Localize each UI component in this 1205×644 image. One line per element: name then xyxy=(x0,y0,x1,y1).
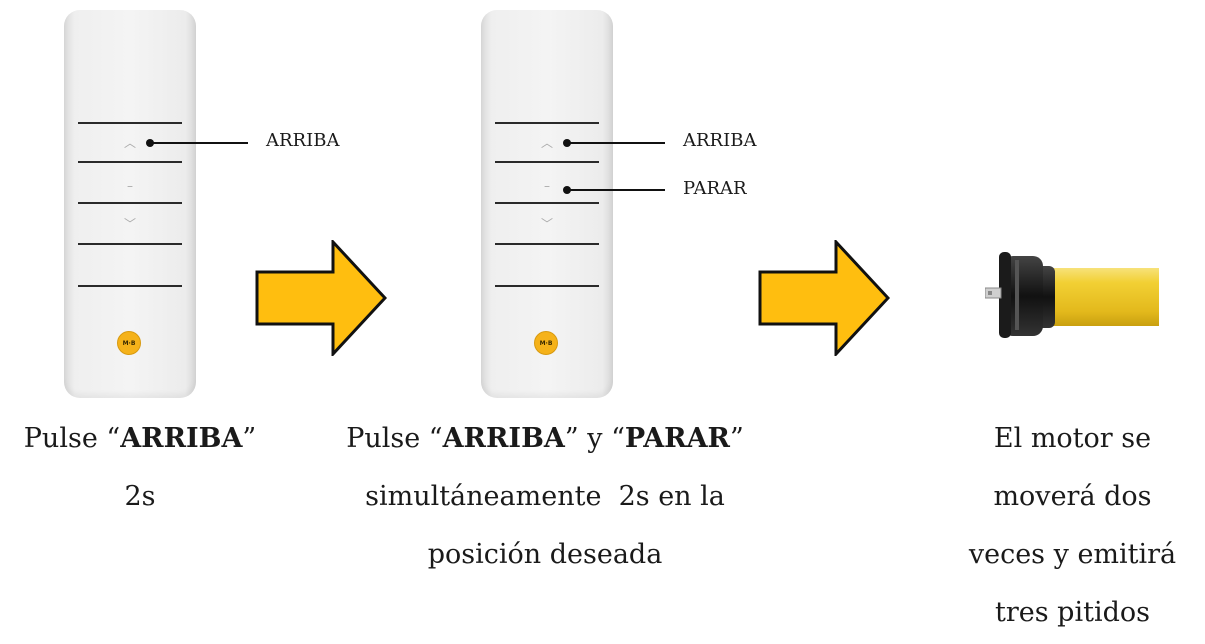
up-button[interactable]: ︿ xyxy=(540,136,553,150)
callout-dot xyxy=(146,139,154,147)
button-divider xyxy=(495,202,599,204)
brand-logo: M·B xyxy=(117,331,141,355)
callout-line xyxy=(152,142,248,144)
callout-parar: PARAR xyxy=(683,178,747,199)
down-button[interactable]: ﹀ xyxy=(123,217,136,231)
step1-caption: Pulse “ARRIBA” 2s xyxy=(10,410,270,526)
brand-logo: M·B xyxy=(534,331,558,355)
down-button[interactable]: ﹀ xyxy=(540,217,553,231)
button-divider xyxy=(495,122,599,124)
caption-text: Pulse “ xyxy=(346,423,443,454)
step2-caption: Pulse “ARRIBA” y “PARAR” simultáneamente… xyxy=(320,410,770,584)
caption-text: Pulse “ xyxy=(23,423,121,454)
caption-line: posición deseada xyxy=(427,539,663,570)
caption-bold: ARRIBA xyxy=(442,423,565,454)
caption-line: veces y emitirá xyxy=(968,539,1177,570)
caption-line: Pulse “ARRIBA” y “PARAR” xyxy=(320,410,770,468)
caption-bold: PARAR xyxy=(624,423,730,454)
callout-dot xyxy=(563,186,571,194)
arrow-right-icon xyxy=(255,240,387,356)
callout-arriba: ARRIBA xyxy=(683,130,757,151)
button-divider xyxy=(78,202,182,204)
caption-text: ” xyxy=(242,423,257,454)
caption-line: El motor se xyxy=(993,423,1152,454)
up-button[interactable]: ︿ xyxy=(123,136,136,150)
step3-caption: El motor se moverá dos veces y emitirá t… xyxy=(950,410,1195,642)
callout-line xyxy=(569,142,665,144)
stop-button[interactable]: – xyxy=(544,179,550,193)
caption-text: ” xyxy=(730,423,744,454)
callout-arriba: ARRIBA xyxy=(266,130,340,151)
caption-line: moverá dos xyxy=(993,481,1152,512)
caption-text: ” y “ xyxy=(564,423,625,454)
caption-line: tres pitidos xyxy=(995,597,1150,628)
button-divider xyxy=(495,243,599,245)
stop-button[interactable]: – xyxy=(127,179,133,193)
caption-line: Pulse “ARRIBA” xyxy=(10,410,270,468)
tubular-motor-icon xyxy=(985,252,1159,338)
arrow-right-icon xyxy=(758,240,890,356)
button-divider xyxy=(78,243,182,245)
remote-control-icon: ︿ – ﹀ M·B xyxy=(64,10,196,398)
button-divider xyxy=(78,122,182,124)
button-divider xyxy=(78,161,182,163)
callout-line xyxy=(569,189,665,191)
caption-line: simultáneamente 2s en la xyxy=(365,481,725,512)
button-divider xyxy=(78,285,182,287)
caption-bold: ARRIBA xyxy=(120,423,243,454)
callout-dot xyxy=(563,139,571,147)
remote-control-icon: ︿ – ﹀ M·B xyxy=(481,10,613,398)
button-divider xyxy=(495,285,599,287)
caption-line: 2s xyxy=(124,481,156,512)
button-divider xyxy=(495,161,599,163)
